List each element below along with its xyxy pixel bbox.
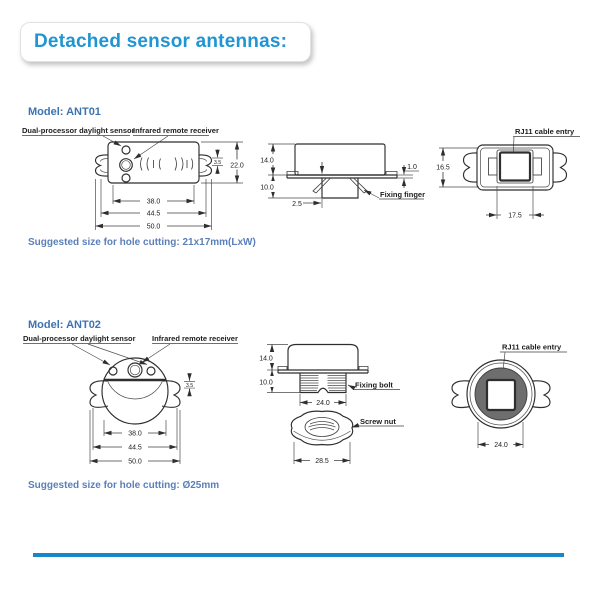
- fixing-bolt-label: Fixing bolt: [355, 381, 393, 390]
- hole-cutting-note-ant01: Suggested size for hole cutting: 21x17mm…: [28, 237, 256, 248]
- ant02-back-right-wing: [531, 380, 551, 409]
- ant02-right-wing: [161, 380, 181, 408]
- dim-ant01-wing-thickness: 3.5: [214, 160, 221, 166]
- fixing-finger-label: Fixing finger: [380, 190, 425, 199]
- ant01-front-view: Dual-processor daylight sensor Infrared …: [22, 126, 249, 231]
- ir-receiver-label-ant01: Infrared remote receiver: [133, 126, 219, 135]
- dim-ant01-flange-thickness: 1.0: [407, 164, 417, 171]
- bolt-threads: [300, 375, 346, 391]
- rj11-socket: [498, 151, 532, 182]
- ant01-lower-body: [321, 178, 359, 199]
- ant01-left-wing: [94, 154, 109, 177]
- ir-receiver-lens-ant02: [127, 362, 143, 378]
- rj11-label-ant02: RJ11 cable entry: [502, 343, 562, 352]
- dim-ant01-total-width: 50.0: [147, 224, 161, 231]
- dim-ant02-wing-thickness: 3.5: [186, 383, 193, 389]
- ant02-front-view: Dual-processor daylight sensor Infrared …: [23, 334, 238, 466]
- dim-ant02-bottom-height: 10.0: [259, 380, 273, 387]
- dim-ant01-bottom-height: 10.0: [260, 185, 274, 192]
- ant02-back-body: [466, 359, 536, 429]
- screw-nut-label: Screw nut: [360, 417, 396, 426]
- daylight-sensor-hole-bottom: [121, 173, 131, 183]
- ant01-front-extension-lines: [95, 179, 212, 230]
- ant01-back-view: RJ11 cable entry 16.5 17.5: [432, 127, 580, 220]
- dim-ant02-nut-width: 28.5: [315, 458, 329, 465]
- daylight-sensor-label-ant01: Dual-processor daylight sensor: [22, 126, 135, 135]
- fixing-bolt-body: [299, 373, 347, 394]
- dim-ant01-socket-width: 17.5: [508, 213, 522, 220]
- dim-ant02-body-width: 38.0: [128, 431, 142, 438]
- dim-ant01-body-width: 38.0: [147, 199, 161, 206]
- ant01-side-body: [294, 143, 386, 176]
- page-title-box: Detached sensor antennas:: [20, 22, 311, 62]
- dim-ant02-total-width: 50.0: [128, 459, 142, 466]
- dim-ant01-wing-width: 44.5: [147, 211, 161, 218]
- ant01-side-view: 14.0 10.0 2.5 1.0 Fixing finger: [257, 143, 425, 208]
- ant01-back-right-wing: [552, 152, 568, 183]
- ant02-left-wing: [89, 380, 109, 408]
- ant02-side-view: 14.0 10.0 24.0 Fixing bolt Screw nut: [256, 343, 404, 465]
- bottom-divider: [33, 553, 564, 557]
- screw-nut-body: [290, 410, 354, 446]
- ant02-back-left-wing: [451, 380, 471, 409]
- model-label-ant01: Model: ANT01: [28, 106, 101, 118]
- page-title: Detached sensor antennas:: [34, 31, 288, 52]
- rj11-socket-ant02: [485, 378, 517, 412]
- daylight-sensor-hole-right: [146, 366, 156, 376]
- dim-ant01-finger-offset: 2.5: [292, 201, 302, 208]
- vent-slots: [140, 157, 194, 171]
- fixing-finger-left: [312, 178, 331, 194]
- dim-ant01-top-height: 14.0: [260, 158, 274, 165]
- hole-cutting-note-ant02: Suggested size for hole cutting: Ø25mm: [28, 480, 220, 491]
- model-label-ant02: Model: ANT02: [28, 319, 101, 331]
- ir-receiver-lens: [119, 158, 133, 172]
- ant01-right-wing: [198, 154, 213, 177]
- dim-ant02-bolt-width: 24.0: [316, 400, 330, 407]
- daylight-sensor-label-ant02: Dual-processor daylight sensor: [23, 334, 136, 343]
- daylight-sensor-hole-left: [108, 366, 118, 376]
- ir-receiver-label-ant02: Infrared remote receiver: [152, 334, 238, 343]
- dim-ant01-body-height: 22.0: [230, 163, 244, 170]
- dim-ant01-back-height: 16.5: [436, 165, 450, 172]
- ant02-front-body: [101, 357, 169, 425]
- rj11-label-ant01: RJ11 cable entry: [515, 127, 575, 136]
- dim-ant02-top-height: 14.0: [259, 356, 273, 363]
- ant02-side-dome: [287, 343, 359, 370]
- ant02-back-view: RJ11 cable entry 24.0: [451, 343, 567, 449]
- ant01-back-left-wing: [462, 152, 478, 183]
- ant01-front-body: [107, 141, 200, 184]
- dim-ant02-socket-width: 24.0: [494, 442, 508, 449]
- dim-ant02-wing-width: 44.5: [128, 445, 142, 452]
- ant01-back-body: [476, 144, 554, 191]
- daylight-sensor-hole-top: [121, 145, 131, 155]
